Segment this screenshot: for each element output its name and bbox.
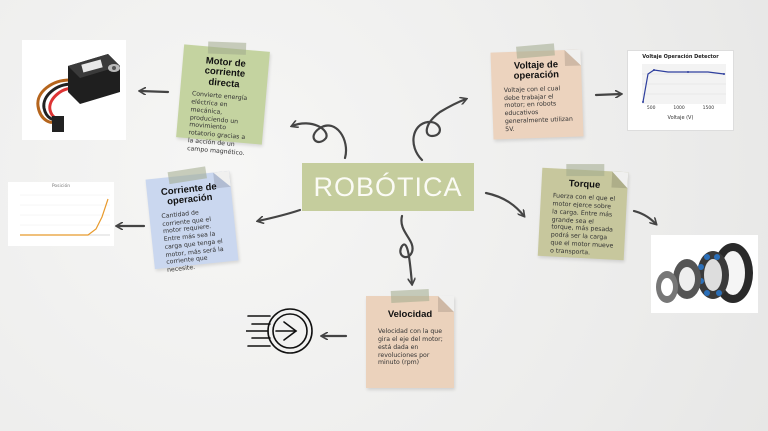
arrow-to-corriente bbox=[258, 208, 302, 221]
tape-decoration bbox=[566, 164, 605, 177]
current-chart-title: Posición bbox=[51, 184, 71, 189]
arrow-to-voltaje bbox=[412, 99, 466, 162]
arrow-voltaje-to-chart bbox=[594, 94, 621, 95]
note-voltaje-title: Voltaje de operación bbox=[513, 59, 560, 83]
voltage-chart-xtick: 500 bbox=[646, 106, 656, 111]
arrow-to-motor bbox=[292, 123, 348, 160]
note-voltaje-text: Voltaje con el cual debe trabajar el mot… bbox=[503, 85, 573, 133]
fold-decoration bbox=[611, 171, 629, 189]
note-motor[interactable]: Motor de corriente directa Convierte ene… bbox=[176, 41, 270, 157]
fold-decoration bbox=[438, 296, 454, 312]
voltage-chart-icon: Voltaje Operación Detector 500 1000 1500… bbox=[627, 50, 734, 131]
central-topic-label: ROBÓTICA bbox=[313, 171, 463, 202]
note-voltaje[interactable]: Voltaje de operación Voltaje con el cual… bbox=[490, 43, 584, 140]
arrow-torque-to-image bbox=[632, 209, 656, 224]
voltage-chart-xlabel: Voltaje (V) bbox=[667, 115, 694, 121]
fold-decoration bbox=[213, 170, 231, 189]
note-torque-text: Fuerza con el que el motor ejerce sobre … bbox=[549, 192, 616, 257]
note-velocidad[interactable]: Velocidad Velocidad con la que gira el e… bbox=[366, 289, 454, 388]
current-chart-icon: Posición bbox=[8, 182, 114, 246]
note-torque[interactable]: Torque Fuerza con el que el motor ejerce… bbox=[537, 164, 629, 261]
dc-motor-image-icon bbox=[22, 40, 126, 140]
note-corriente[interactable]: Corriente de operación Cantidad de corri… bbox=[145, 166, 239, 274]
tape-decoration bbox=[516, 43, 555, 59]
note-motor-title: Motor de corriente directa bbox=[204, 55, 247, 91]
voltage-chart-title: Voltaje Operación Detector bbox=[642, 54, 719, 60]
note-torque-title: Torque bbox=[568, 178, 601, 191]
arrow-motor-to-image bbox=[140, 91, 170, 92]
note-velocidad-title: Velocidad bbox=[387, 309, 433, 320]
voltage-chart-xtick: 1500 bbox=[702, 106, 715, 111]
bearing-image-icon bbox=[651, 235, 758, 313]
voltage-chart-xtick: 1000 bbox=[673, 106, 685, 111]
speed-dial-icon bbox=[245, 304, 316, 358]
note-velocidad-text: Velocidad con la que gira el eje del mot… bbox=[378, 328, 443, 367]
note-corriente-text: Cantidad de corriente que el motor requi… bbox=[161, 209, 224, 274]
arrow-to-velocidad bbox=[399, 214, 412, 284]
arrow-to-torque bbox=[484, 191, 524, 216]
fold-decoration bbox=[564, 49, 582, 67]
tape-decoration bbox=[207, 41, 247, 55]
note-motor-text: Convierte energía eléctrica en mecánica,… bbox=[186, 90, 248, 157]
central-topic[interactable]: ROBÓTICA bbox=[302, 163, 474, 211]
tape-decoration bbox=[390, 289, 430, 303]
